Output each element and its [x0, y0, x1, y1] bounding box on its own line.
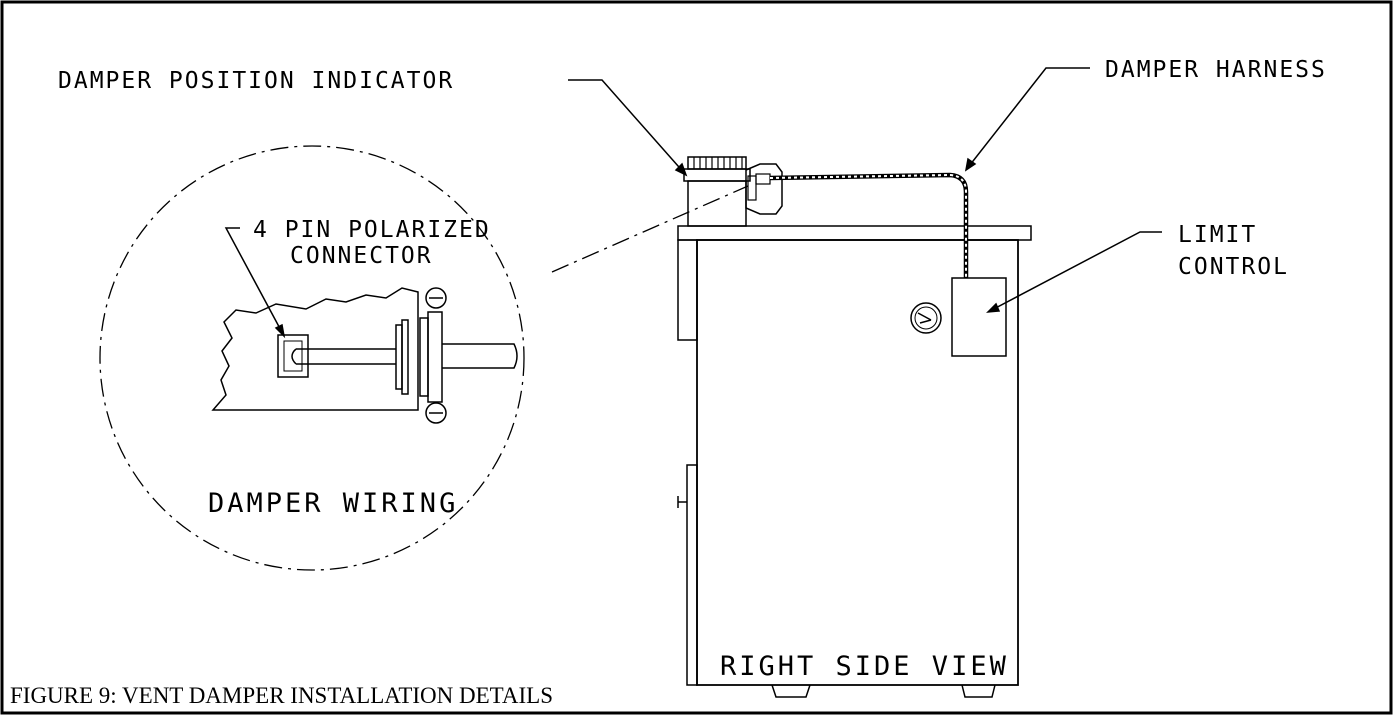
damper-harness-label: DAMPER HARNESS [1105, 57, 1327, 83]
boiler-foot-rear [961, 684, 996, 698]
damper-position-indicator-leader [568, 79, 688, 177]
damper-harness-leader [964, 67, 1090, 172]
figure-caption: FIGURE 9: VENT DAMPER INSTALLATION DETAI… [10, 683, 553, 708]
damper-wiring-label: DAMPER WIRING [208, 488, 458, 519]
connector-cable [291, 348, 396, 365]
vent-damper-collar [683, 168, 751, 182]
torn-panel [211, 287, 419, 411]
vent-damper-pipe [687, 180, 747, 227]
boiler-top-plate [677, 225, 1032, 241]
boiler-foot-front [771, 684, 811, 698]
screw-bottom-icon [425, 402, 447, 424]
polarized-connector-inner [283, 340, 303, 372]
right-side-view-label: RIGHT SIDE VIEW [720, 651, 1009, 682]
polarized-connector [277, 334, 309, 378]
damper-position-indicator-label: DAMPER POSITION INDICATOR [58, 68, 454, 94]
limit-control-label-line2: CONTROL [1178, 254, 1289, 280]
connector-label-line1: 4 PIN POLARIZED [253, 217, 491, 243]
grommet-ring-3 [419, 317, 429, 397]
limit-control-label-line1: LIMIT [1178, 222, 1257, 248]
grommet-body [427, 311, 443, 403]
limit-control-box [951, 277, 1007, 357]
damper-position-indicator [747, 175, 757, 201]
connector-label-line2: CONNECTOR [290, 243, 433, 269]
connector-leader [224, 227, 286, 339]
vent-damper-cap [687, 156, 747, 170]
limit-control-leader [986, 231, 1162, 313]
detail-projection-line [551, 185, 749, 273]
screw-top-icon [425, 287, 447, 309]
vent-damper-cap-ribs [693, 157, 743, 169]
gauge-icon [910, 302, 942, 334]
grommet-ring-2 [401, 319, 409, 395]
damper-plug [755, 173, 771, 185]
boiler-front-flange [677, 239, 698, 341]
boiler-body [696, 239, 1019, 686]
boiler-lower-panel [686, 464, 698, 686]
outgoing-cable [442, 343, 518, 369]
damper-actuator [745, 163, 783, 215]
detail-circle [99, 145, 525, 571]
grommet-ring-1 [395, 324, 403, 390]
